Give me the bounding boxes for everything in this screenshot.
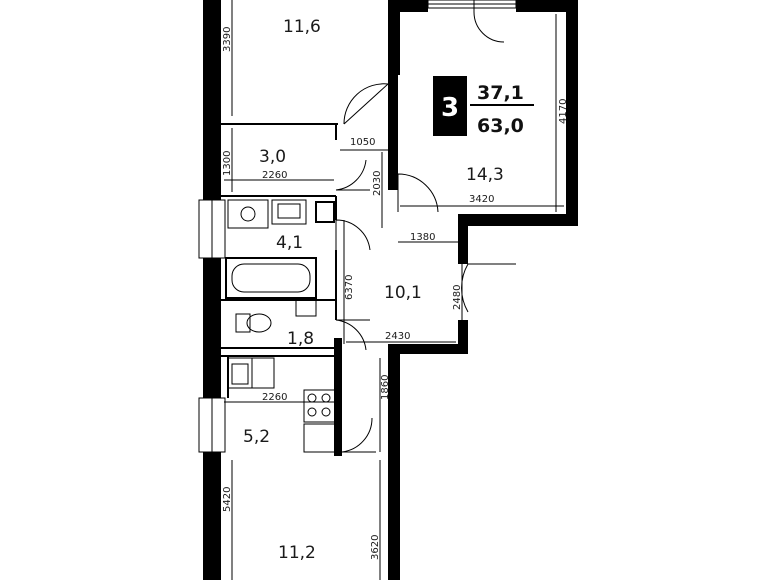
dim-2260-top: 2260 <box>262 170 287 181</box>
dim-3620: 3620 <box>370 535 381 560</box>
living-area: 37,1 <box>477 82 524 104</box>
walls <box>203 0 578 580</box>
fridge <box>303 423 337 453</box>
wc-sink <box>295 299 317 317</box>
room-area-storage: 3,0 <box>259 147 286 167</box>
partitions <box>221 123 338 398</box>
dim-1380: 1380 <box>410 232 435 243</box>
toilet <box>235 313 251 333</box>
doors <box>335 0 516 453</box>
door-bedroom-right-top <box>473 0 505 43</box>
dim-2480: 2480 <box>452 285 463 310</box>
dim-2030: 2030 <box>372 171 383 196</box>
fixtures <box>225 199 337 453</box>
washer <box>227 199 269 229</box>
room-area-hall: 10,1 <box>384 283 422 303</box>
total-area: 63,0 <box>477 115 524 137</box>
windows <box>198 0 517 453</box>
dimension-labels: 3390 1300 2260 1050 2030 4170 3420 1380 … <box>222 27 569 560</box>
dim-1050: 1050 <box>350 137 375 148</box>
door-wc <box>335 319 370 351</box>
dimension-lines <box>224 0 564 580</box>
dim-4170: 4170 <box>558 99 569 124</box>
dim-2260-kitchen: 2260 <box>262 392 287 403</box>
bathroom-sink <box>271 199 307 225</box>
dim-3420: 3420 <box>469 194 494 205</box>
door-top-left <box>343 83 389 125</box>
bathtub <box>225 257 317 299</box>
dim-1860: 1860 <box>380 375 391 400</box>
room-area-wc: 1,8 <box>287 329 314 349</box>
dim-1300: 1300 <box>222 151 233 176</box>
dim-5420: 5420 <box>222 487 233 512</box>
dim-3390: 3390 <box>222 27 233 52</box>
stove <box>303 389 337 423</box>
room-area-bedroom-top: 11,6 <box>283 17 321 37</box>
dim-6370: 6370 <box>344 275 355 300</box>
dim-2430: 2430 <box>385 331 410 342</box>
door-bathroom <box>335 219 371 254</box>
room-area-bedroom-bottom: 11,2 <box>278 543 316 563</box>
door-bedroom-right <box>397 173 439 213</box>
room-area-bedroom-right: 14,3 <box>466 165 504 185</box>
door-storage <box>335 159 370 191</box>
door-entrance <box>461 263 516 313</box>
room-area-kitchen: 5,2 <box>243 427 270 447</box>
room-labels: 11,6 3,0 14,3 4,1 10,1 1,8 5,2 11,2 <box>243 17 504 563</box>
room-count: 3 <box>441 93 459 123</box>
shaft <box>315 201 335 223</box>
door-kitchen <box>341 417 376 453</box>
area-badge: 3 37,1 63,0 <box>433 76 534 137</box>
room-area-bathroom: 4,1 <box>276 233 303 253</box>
